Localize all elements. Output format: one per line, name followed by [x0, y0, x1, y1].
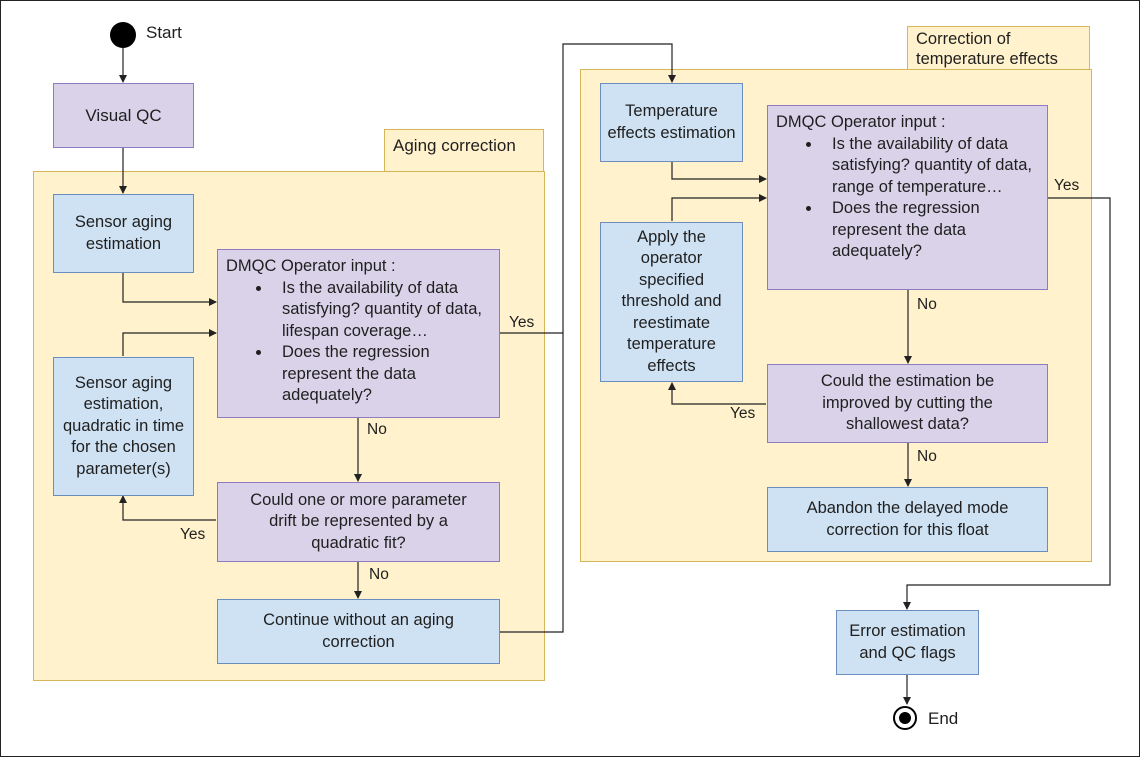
- edge-dmqc-yes: [500, 43, 676, 334]
- edge-label-temp-yes: Yes: [1054, 177, 1080, 194]
- error-estimation-box: Error estimation and QC flags: [836, 610, 979, 675]
- sensor-aging-estimation-box: Sensor aging estimation: [53, 194, 194, 273]
- temperature-dmqc-input-box: DMQC Operator input : Is the availabilit…: [767, 105, 1048, 290]
- edge-label-cut-no: No: [917, 448, 937, 465]
- edge-drift-yes: [119, 495, 216, 521]
- continue-without-aging-box: Continue without an aging correction: [217, 599, 500, 664]
- temperature-correction-title: Correction of temperature effects: [907, 26, 1090, 69]
- cut-shallowest-question-box: Could the estimation be improved by cutt…: [767, 364, 1048, 443]
- edge-quadratic-to-dmqc: [122, 329, 217, 356]
- temperature-effects-estimation-box: Temperature effects estimation: [600, 83, 743, 162]
- edge-sensor-to-dmqc: [122, 273, 217, 306]
- end-label: End: [928, 709, 959, 728]
- edge-label-cut-yes: Yes: [730, 405, 756, 422]
- temperature-dmqc-bullet-availability: Is the availability of data satisfying? …: [822, 134, 1039, 199]
- start-label: Start: [146, 23, 182, 42]
- abandon-correction-box: Abandon the delayed mode correction for …: [767, 487, 1048, 552]
- edge-temp-dmqc-yes: [903, 197, 1111, 610]
- aging-dmqc-heading: DMQC Operator input :: [226, 257, 396, 275]
- edge-label-temp-no: No: [917, 296, 937, 313]
- aging-correction-title: Aging correction: [384, 129, 544, 171]
- edge-cut-yes: [668, 382, 766, 405]
- temperature-dmqc-bullet-regression: Does the regression represent the data a…: [822, 198, 1039, 263]
- visual-qc-box: Visual QC: [53, 83, 194, 148]
- start-node: [110, 22, 136, 48]
- quadratic-drift-question-box: Could one or more parameter drift be rep…: [217, 482, 500, 562]
- aging-dmqc-bullet-availability: Is the availability of data satisfying? …: [272, 278, 491, 343]
- apply-threshold-box: Apply the operator specified threshold a…: [600, 222, 743, 382]
- edge-label-aging-yes: Yes: [509, 314, 535, 331]
- temperature-dmqc-heading: DMQC Operator input :: [776, 113, 946, 131]
- aging-dmqc-input-box: DMQC Operator input : Is the availabilit…: [217, 249, 500, 418]
- quadratic-aging-estimation-box: Sensor aging estimation, quadratic in ti…: [53, 357, 194, 496]
- edge-continue-to-temp: [500, 333, 564, 633]
- edge-threshold-to-dmqc: [671, 194, 767, 221]
- edge-tempest-to-dmqc: [671, 162, 767, 183]
- edge-label-drift-yes: Yes: [180, 526, 206, 543]
- aging-dmqc-bullet-regression: Does the regression represent the data a…: [272, 342, 491, 407]
- end-node: [893, 706, 917, 730]
- edge-label-drift-no: No: [369, 566, 389, 583]
- edge-label-aging-no: No: [367, 421, 387, 438]
